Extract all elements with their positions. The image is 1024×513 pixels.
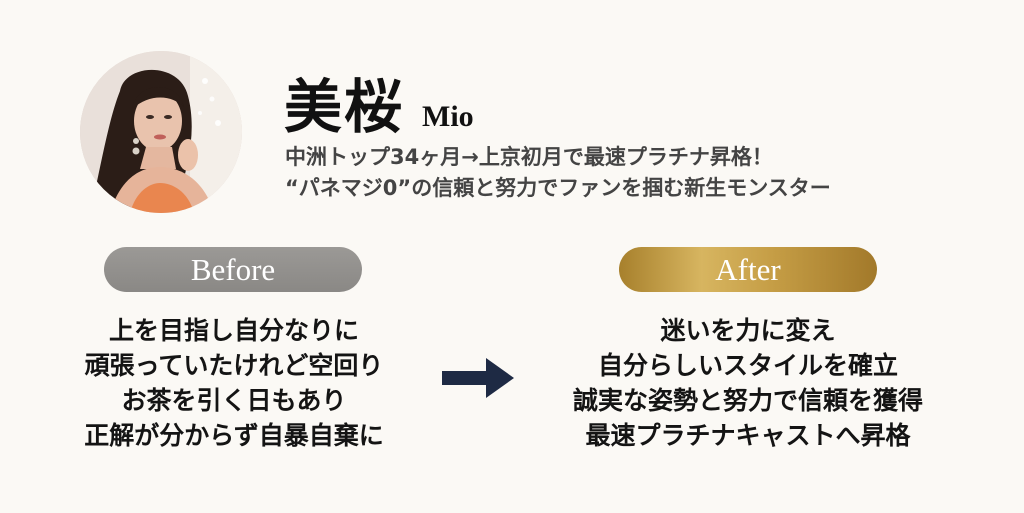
- after-label: After: [619, 247, 877, 292]
- before-label: Before: [104, 247, 362, 292]
- after-line: 誠実な姿勢と努力で信頼を獲得: [572, 386, 923, 415]
- before-line: お茶を引く日もあり: [121, 386, 347, 415]
- profile-name: 美桜 Mio: [284, 62, 474, 138]
- tagline-line-1: 中洲トップ34ヶ月→上京初月で最速プラチナ昇格！: [285, 145, 773, 169]
- profile-avatar: [80, 51, 242, 213]
- tagline-line-2: “パネマジ0”の信頼と努力でファンを掴む新生モンスター: [285, 176, 831, 200]
- name-kanji: 美桜: [284, 73, 405, 141]
- after-line: 自分らしいスタイルを確立: [597, 351, 898, 380]
- name-roman: Mio: [422, 100, 474, 133]
- after-line: 迷いを力に変え: [660, 316, 836, 345]
- before-line: 上を目指し自分なりに: [108, 316, 359, 345]
- after-line: 最速プラチナキャストへ昇格: [585, 421, 911, 450]
- before-line: 正解が分からず自暴自棄に: [84, 421, 384, 450]
- before-line: 頑張っていたけれど空回り: [84, 351, 384, 380]
- portrait-photo: [80, 51, 242, 213]
- before-description: 上を目指し自分なりに 頑張っていたけれど空回り お茶を引く日もあり 正解が分から…: [34, 313, 434, 453]
- profile-tagline: 中洲トップ34ヶ月→上京初月で最速プラチナ昇格！ “パネマジ0”の信頼と努力でフ…: [285, 142, 831, 204]
- after-description: 迷いを力に変え 自分らしいスタイルを確立 誠実な姿勢と努力で信頼を獲得 最速プラ…: [548, 313, 948, 453]
- arrow-right-icon: [442, 358, 514, 398]
